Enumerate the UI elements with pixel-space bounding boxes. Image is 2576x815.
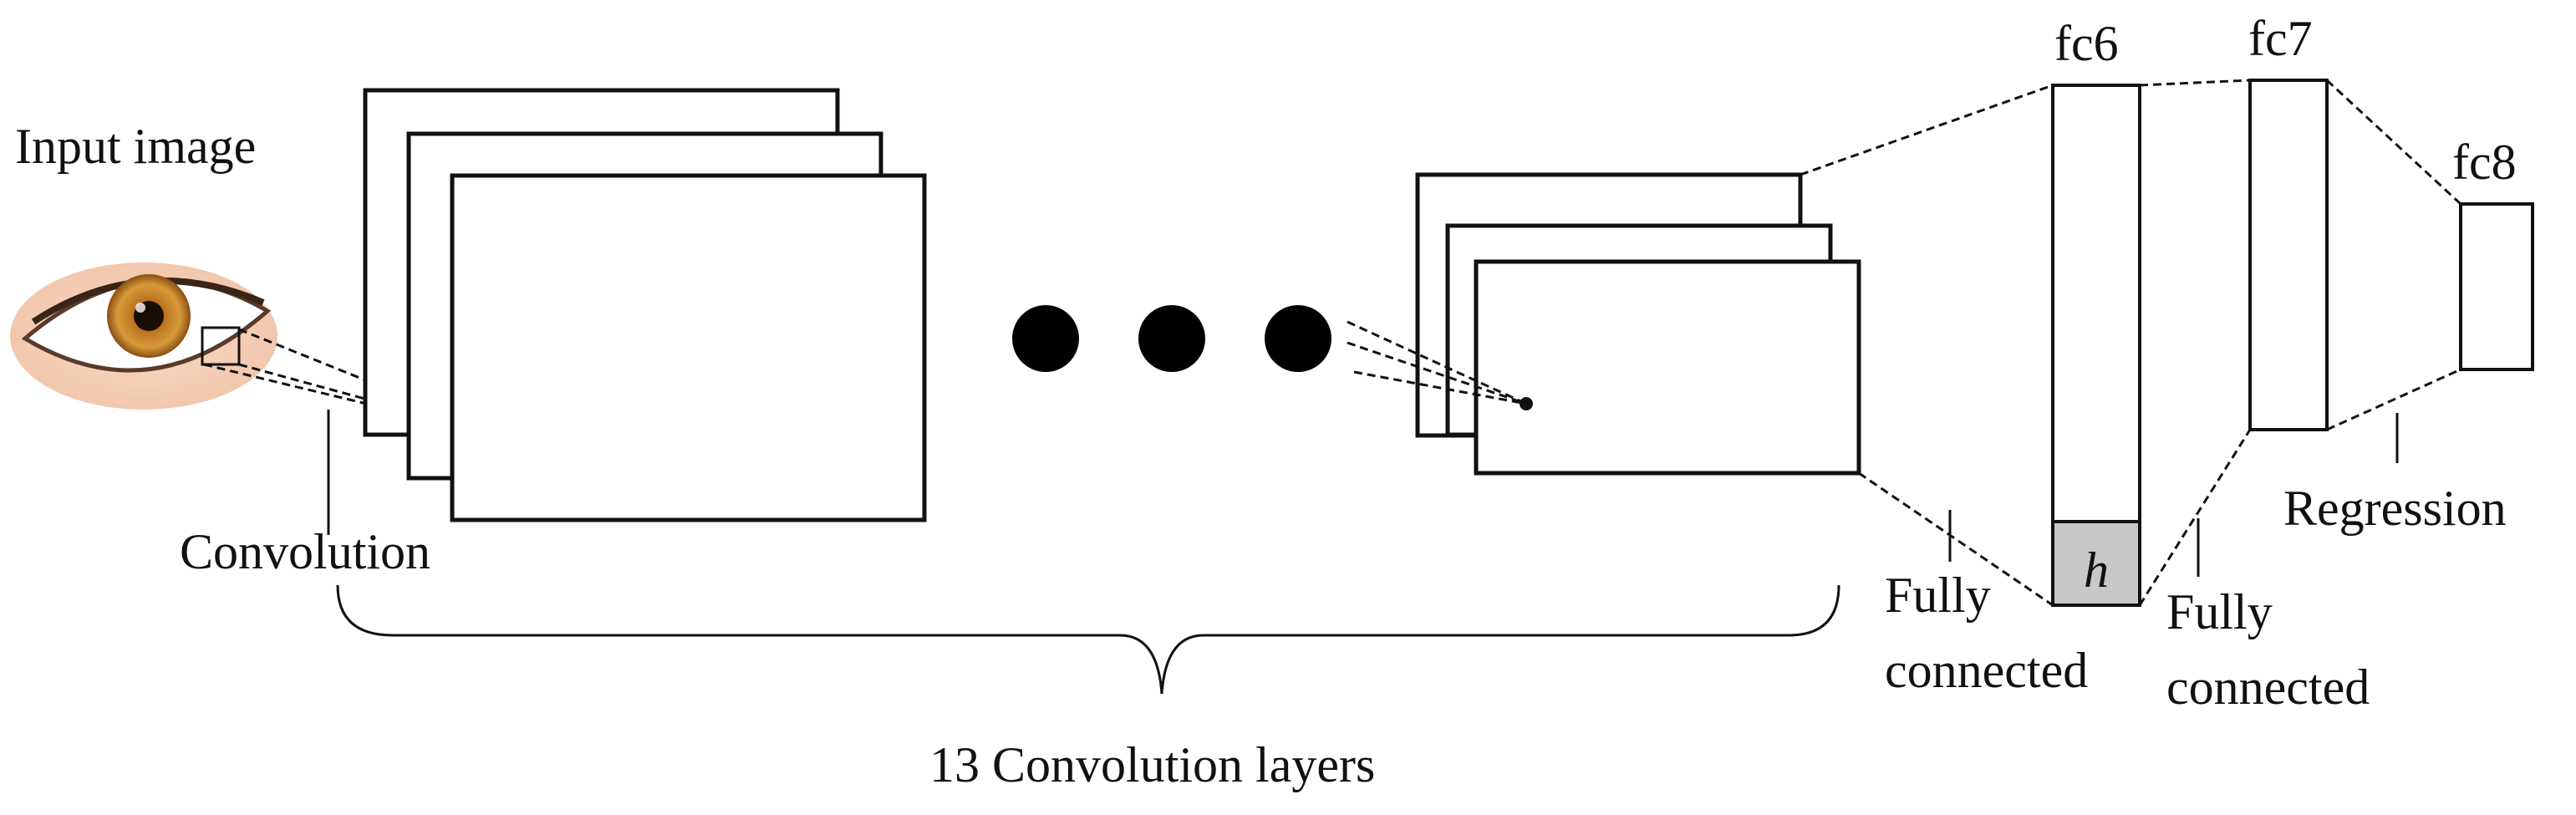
fully-connected-1-label-line1: Fully bbox=[1885, 568, 1991, 623]
h-label: h bbox=[2084, 542, 2109, 598]
fully-connected-2-label-line1: Fully bbox=[2166, 584, 2273, 639]
fc6-label: fc6 bbox=[2054, 16, 2119, 71]
conv-fc6-connection bbox=[1800, 84, 2054, 607]
input-image-label: Input image bbox=[15, 119, 256, 174]
regression-label: Regression bbox=[2283, 481, 2507, 536]
fully-connected-1-label-line2: connected bbox=[1885, 643, 2088, 698]
last-layer-receptive-lines bbox=[1347, 320, 1527, 405]
fc8-label: fc8 bbox=[2452, 135, 2517, 190]
fc8-layer bbox=[2459, 202, 2534, 371]
ellipsis-dots-icon bbox=[1012, 305, 1331, 372]
feature-point bbox=[1520, 397, 1533, 410]
fully-connected-2-label-line2: connected bbox=[2166, 660, 2370, 715]
conv-layers-bracket bbox=[336, 584, 1840, 695]
h-cell bbox=[2051, 520, 2141, 607]
fc7-fc8-connection bbox=[2325, 79, 2462, 431]
fc6-fc7-connection bbox=[2138, 79, 2252, 606]
conv-layer-stack-last bbox=[1415, 172, 1861, 476]
fc7-label: fc7 bbox=[2248, 11, 2313, 66]
conv-layers-label: 13 Convolution layers bbox=[929, 737, 1375, 792]
fc7-layer bbox=[2248, 79, 2329, 431]
eye-photo-icon bbox=[10, 262, 277, 410]
convolution-label: Convolution bbox=[180, 524, 430, 579]
conv-layer-stack-first bbox=[363, 88, 927, 522]
